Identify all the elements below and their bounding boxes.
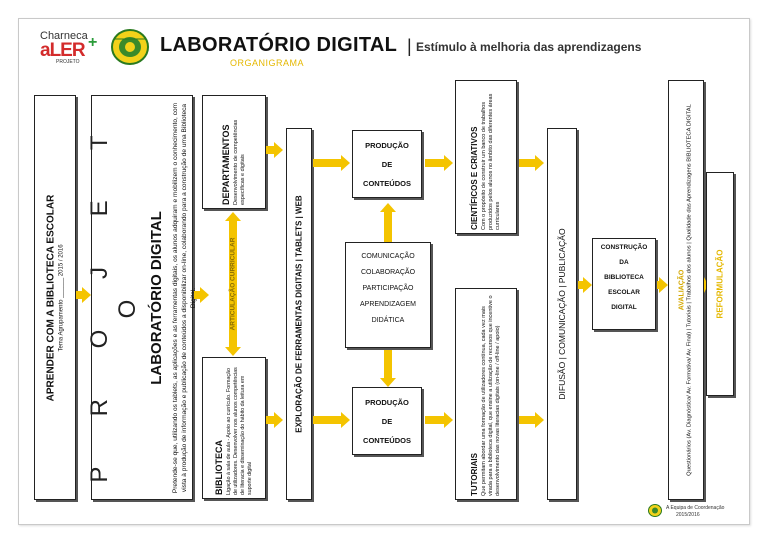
- reformulacao-label: REFORMULAÇÃO: [715, 249, 725, 319]
- aprender-subtitle: Tema Agrupamento ______ 2015 / 2016: [58, 243, 65, 352]
- reformulacao-box: REFORMULAÇÃO: [706, 172, 734, 396]
- departamentos-title: DEPARTAMENTOS: [221, 124, 231, 205]
- difusao-box: DIFUSÃO | COMUNICAÇÃO | PUBLICAÇÃO: [547, 128, 577, 500]
- construcao-line2: DA: [619, 259, 629, 266]
- producao-bottom-line2: DE: [381, 417, 393, 426]
- logo-projeto-text: PROJETO: [56, 59, 80, 65]
- difusao-label: DIFUSÃO | COMUNICAÇÃO | PUBLICAÇÃO: [557, 228, 567, 400]
- logo-plus: +: [88, 34, 98, 51]
- organigrama-label: ORGANIGRAMA: [230, 58, 305, 68]
- cientificos-box: CIENTÍFICOS E CRIATIVOS Com o propósito …: [455, 80, 517, 234]
- biblioteca-box: BIBLIOTECA Ligação à sala de aula - Apoi…: [202, 357, 266, 499]
- page-subtitle: Estímulo à melhoria das aprendizagens: [416, 40, 642, 54]
- tutoriais-text: TUTORIAIS Que permitam abordar uma forma…: [470, 292, 502, 496]
- center-item-4: APRENDIZAGEM: [359, 301, 416, 308]
- aprender-box: APRENDER COM A BIBLIOTECA ESCOLAR Tema A…: [34, 95, 76, 500]
- projeto-text: P R O J E T O LABORATÓRIO DIGITAL Preten…: [86, 100, 198, 495]
- cientificos-title: CIENTÍFICOS E CRIATIVOS: [470, 126, 479, 230]
- footer-seal-logo: [648, 504, 662, 517]
- aprender-title: APRENDER COM A BIBLIOTECA ESCOLAR: [45, 194, 57, 401]
- cientificos-text: CIENTÍFICOS E CRIATIVOS Com o propósito …: [470, 84, 502, 230]
- center-item-5: DIDÁTICA: [371, 317, 405, 324]
- articulacao-label: ARTICULAÇÃO CURRICULAR: [229, 237, 237, 331]
- construcao-line3: BIBLIOTECA: [604, 274, 644, 281]
- producao-top-box: PRODUÇÃO DE CONTEÚDOS: [352, 130, 422, 198]
- producao-bottom-line1: PRODUÇÃO: [365, 398, 409, 407]
- logo-charneca-text: Charneca: [40, 30, 88, 42]
- center-item-3: PARTICIPAÇÃO: [362, 285, 414, 292]
- tutoriais-box: TUTORIAIS Que permitam abordar uma forma…: [455, 288, 517, 500]
- producao-bottom-box: PRODUÇÃO DE CONTEÚDOS: [352, 387, 422, 455]
- producao-top-line2: DE: [381, 160, 393, 169]
- school-seal-logo: [110, 28, 150, 66]
- projeto-heading: LABORATÓRIO DIGITAL: [148, 210, 165, 385]
- avaliacao-title: AVALIAÇÃO: [678, 269, 686, 311]
- projeto-box: P R O J E T O LABORATÓRIO DIGITAL Preten…: [86, 95, 197, 500]
- projeto-label: P R O J E T O: [86, 112, 141, 483]
- exploracao-box: EXPLORAÇÃO DE FERRAMENTAS DIGITAIS | TAB…: [286, 128, 312, 500]
- biblioteca-body: Ligação à sala de aula - Apoio ao curríc…: [226, 367, 253, 495]
- articulacao-label-wrap: ARTICULAÇÃO CURRICULAR: [225, 221, 241, 347]
- construcao-line4: ESCOLAR: [608, 289, 640, 296]
- cientificos-body: Com o propósito de construir um banco de…: [481, 93, 501, 230]
- producao-top-line3: CONTEÚDOS: [363, 179, 411, 188]
- center-item-1: COMUNICAÇÃO: [361, 253, 415, 260]
- construcao-line1: CONSTRUÇÃO: [600, 244, 648, 251]
- construcao-box: CONSTRUÇÃO DA BIBLIOTECA ESCOLAR DIGITAL: [592, 238, 656, 330]
- avaliacao-box: AVALIAÇÃO Questionários (Av. Diagnóstica…: [668, 80, 704, 500]
- page-title: LABORATÓRIO DIGITAL: [160, 34, 398, 56]
- exploracao-label: EXPLORAÇÃO DE FERRAMENTAS DIGITAIS | TAB…: [294, 195, 304, 433]
- aprender-text: APRENDER COM A BIBLIOTECA ESCOLAR Tema A…: [46, 100, 65, 495]
- avaliacao-body: Questionários (Av. Diagnóstica/ Av. Form…: [686, 104, 693, 476]
- avaliacao-text: AVALIAÇÃO Questionários (Av. Diagnóstica…: [679, 84, 694, 496]
- construcao-line5: DIGITAL: [611, 304, 637, 311]
- logo-aler-text: aLER: [40, 40, 86, 61]
- biblioteca-text: BIBLIOTECA Ligação à sala de aula - Apoi…: [214, 361, 254, 495]
- footer-year: 2015/2016: [676, 512, 700, 518]
- producao-bottom-line3: CONTEÚDOS: [363, 436, 411, 445]
- footer-team: A Equipa de Coordenação: [666, 505, 725, 511]
- departamentos-body: Desenvolvimento de competências específi…: [233, 119, 246, 205]
- departamentos-text: DEPARTAMENTOS Desenvolvimento de competê…: [221, 99, 247, 205]
- departamentos-box: DEPARTAMENTOS Desenvolvimento de competê…: [202, 95, 266, 209]
- tutoriais-title: TUTORIAIS: [470, 453, 479, 496]
- biblioteca-title: BIBLIOTECA: [214, 440, 224, 495]
- logo-charneca-aler: Charneca aLER + PROJETO: [38, 30, 100, 66]
- tutoriais-body: Que permitam abordar uma formação de uti…: [481, 295, 501, 496]
- producao-top-line1: PRODUÇÃO: [365, 141, 409, 150]
- title-separator: |: [407, 36, 412, 56]
- center-list-box: COMUNICAÇÃO COLABORAÇÃO PARTICIPAÇÃO APR…: [345, 242, 431, 348]
- center-item-2: COLABORAÇÃO: [360, 269, 416, 276]
